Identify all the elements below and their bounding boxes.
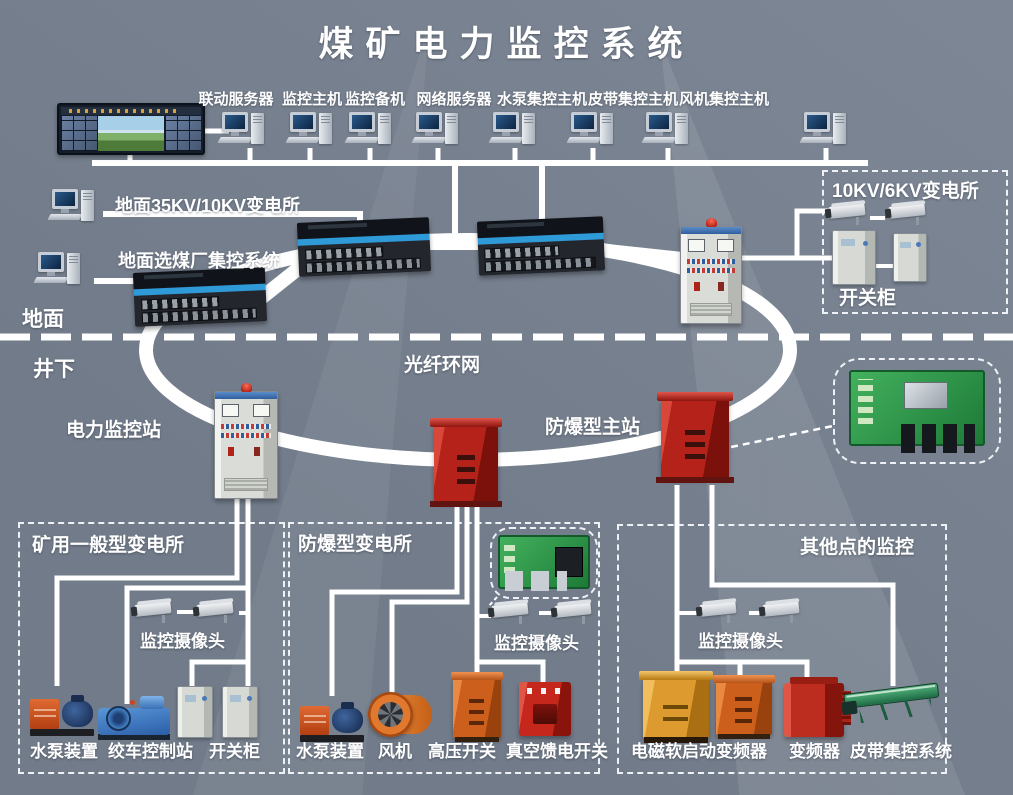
- video-wall-header: [61, 107, 201, 115]
- switch-cabinet-icon: [893, 233, 927, 282]
- label-surface: 地面: [22, 308, 64, 331]
- section-exproof-box: [288, 522, 600, 774]
- ethernet-switch-left: [132, 267, 268, 327]
- cctv-camera-icon: [886, 200, 932, 227]
- pcb-callout-bubble-mid: [490, 527, 598, 599]
- label-network-server: 网络服务器: [416, 91, 492, 108]
- pc-icon: [641, 112, 690, 156]
- label-pump-mine: 水泵装置: [30, 742, 98, 761]
- cctv-camera-icon: [552, 599, 598, 626]
- label-vacuum-switch: 真空馈电开关: [506, 742, 608, 761]
- substation-bracket: [740, 208, 838, 261]
- label-camera-mine: 监控摄像头: [140, 632, 225, 651]
- explosion-proof-station-mid: [429, 418, 503, 507]
- pc-icon: [488, 112, 537, 156]
- label-vfd: 变频器: [789, 742, 840, 761]
- right-box-wires: [674, 485, 896, 686]
- fan-icon: [368, 690, 432, 740]
- water-pump-icon: [30, 682, 94, 736]
- pc-icon: [285, 112, 334, 156]
- label-camera-exproof: 监控摄像头: [494, 634, 579, 653]
- section-exproof-title: 防爆型变电所: [298, 534, 413, 555]
- video-wall-landscape: [98, 116, 164, 151]
- label-monitor-host: 监控主机: [281, 91, 343, 108]
- pc-icon: [411, 112, 460, 156]
- water-pump-icon: [300, 690, 364, 742]
- beacon-light: [241, 383, 252, 392]
- hv-switch-icon: [450, 672, 504, 742]
- power-monitor-station-cabinet: [214, 383, 278, 499]
- cctv-camera-icon: [132, 598, 178, 625]
- label-surface-35kv-substation: 地面35KV/10KV变电所: [115, 196, 301, 216]
- pc-icon: [799, 112, 848, 156]
- label-switch-cabinet: 开关柜: [839, 288, 897, 309]
- cctv-camera-icon: [826, 200, 872, 227]
- label-power-monitor-station: 电力监控站: [66, 420, 162, 441]
- pc-icon-coal-plant: [33, 252, 82, 296]
- video-wall: [57, 103, 205, 155]
- pcb-board-icon: [498, 535, 590, 591]
- pc-icon-35kv: [47, 189, 96, 233]
- ethernet-switch-right: [476, 216, 606, 276]
- label-pump-host: 水泵集控主机: [496, 91, 588, 108]
- cctv-camera-icon: [489, 599, 535, 626]
- label-linkage-server: 联动服务器: [198, 91, 274, 108]
- cctv-camera-icon: [194, 598, 240, 625]
- switch-cabinet-icon: [177, 686, 213, 738]
- mid-box-wires: [329, 505, 546, 696]
- label-underground: 井下: [33, 358, 75, 381]
- pc-stubs: [247, 148, 829, 164]
- left-box-wires: [54, 497, 251, 704]
- soft-starter-icon: [639, 671, 713, 743]
- label-hv-switch: 高压开关: [428, 742, 496, 761]
- label-winch: 绞车控制站: [108, 742, 193, 761]
- vacuum-feeder-switch-icon: [519, 682, 571, 736]
- switch-cabinet-icon: [222, 686, 258, 738]
- label-fan: 风机: [378, 742, 412, 761]
- pc-icon: [344, 112, 393, 156]
- label-belt-system: 皮带集控系统: [850, 742, 952, 761]
- label-gcab-mine: 开关柜: [209, 742, 260, 761]
- label-belt-host: 皮带集控主机: [587, 91, 679, 108]
- label-exproof-master: 防爆型主站: [545, 417, 641, 438]
- section-other-box: [617, 524, 947, 774]
- beacon-light: [706, 218, 717, 227]
- vfd-icon: [784, 677, 851, 737]
- cctv-camera-icon: [760, 598, 806, 625]
- label-coal-plant-system: 地面选煤厂集控系统: [118, 251, 280, 271]
- label-fiber-ring: 光纤环网: [404, 355, 481, 376]
- pc-icon: [217, 112, 266, 156]
- label-pump-exproof: 水泵装置: [296, 742, 364, 761]
- pc-icon: [566, 112, 615, 156]
- section-other-title: 其他点的监控: [800, 537, 915, 558]
- page-title: 煤矿电力监控系统: [318, 25, 695, 64]
- control-cabinet-right: [680, 218, 742, 324]
- substation-10kv-title: 10KV/6KV变电所: [832, 181, 979, 202]
- label-monitor-backup: 监控备机: [344, 91, 406, 108]
- substation-10kv-box: [822, 170, 1008, 314]
- label-soft-starter: 电磁软启动变频器: [631, 742, 767, 761]
- ethernet-switch-middle: [296, 217, 432, 277]
- cctv-camera-icon: [697, 598, 743, 625]
- video-wall-tiles-left: [61, 116, 97, 151]
- explosion-proof-master-station: [656, 392, 734, 483]
- label-camera-other: 监控摄像头: [698, 632, 783, 651]
- pcb-board-icon: [849, 370, 985, 453]
- label-fan-host: 风机集控主机: [678, 91, 770, 108]
- pcb-callout-bubble: [833, 358, 1001, 464]
- section-mine-box: [18, 522, 285, 774]
- starter-cabinet-icon: [713, 675, 775, 739]
- video-wall-tiles-right: [165, 116, 201, 151]
- section-mine-title: 矿用一般型变电所: [32, 535, 185, 556]
- switch-cabinet-icon: [832, 230, 876, 285]
- winch-icon: [98, 696, 170, 740]
